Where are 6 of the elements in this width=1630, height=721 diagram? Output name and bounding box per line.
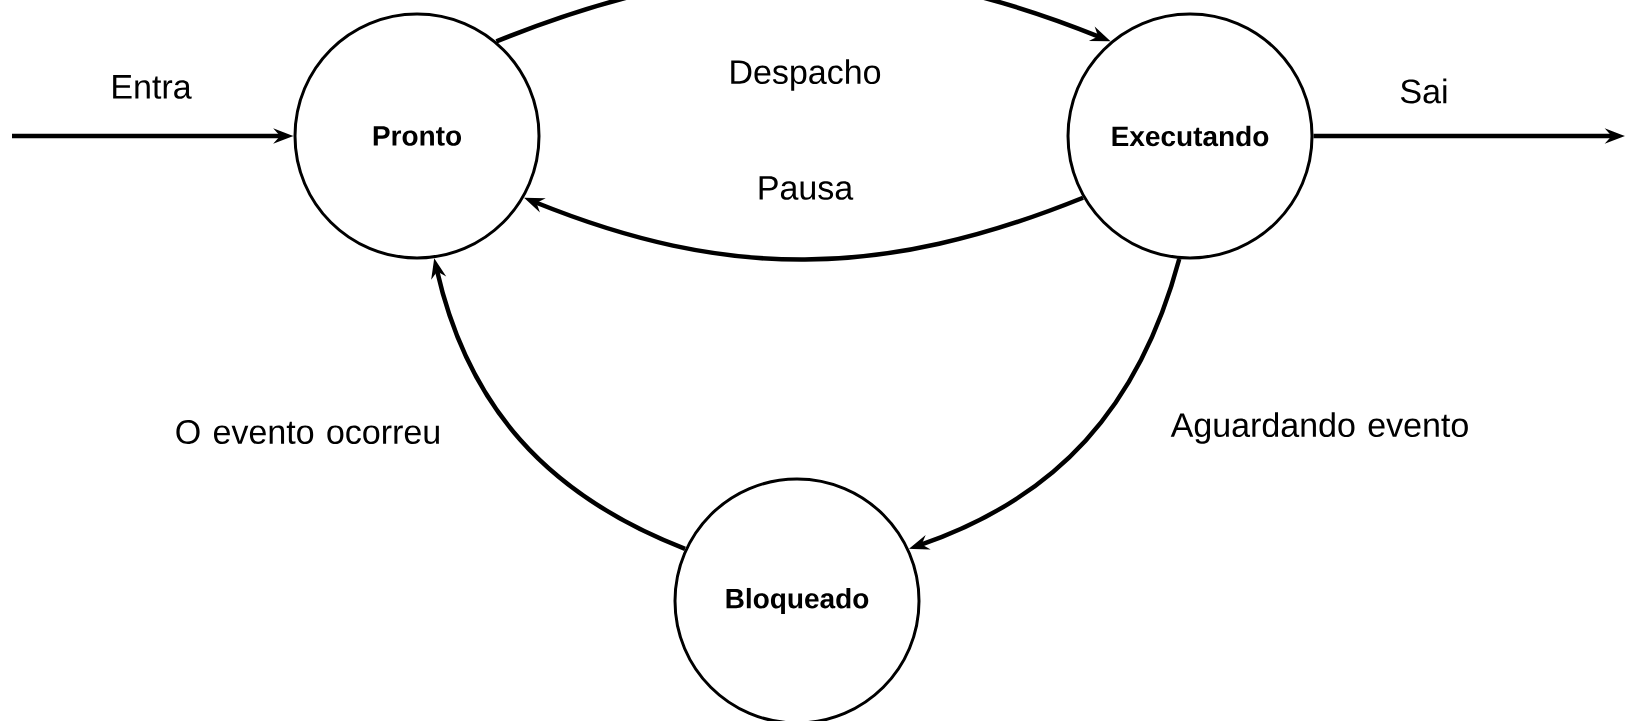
edge-label: Pausa xyxy=(759,176,854,200)
edge-label: Despacho xyxy=(731,59,881,91)
edge-label: Sai xyxy=(1401,78,1447,104)
edge-label: O evento ocorreu xyxy=(176,419,439,445)
edge-label: Entra xyxy=(113,75,192,99)
edge-label: Aguardando evento xyxy=(1170,412,1468,444)
